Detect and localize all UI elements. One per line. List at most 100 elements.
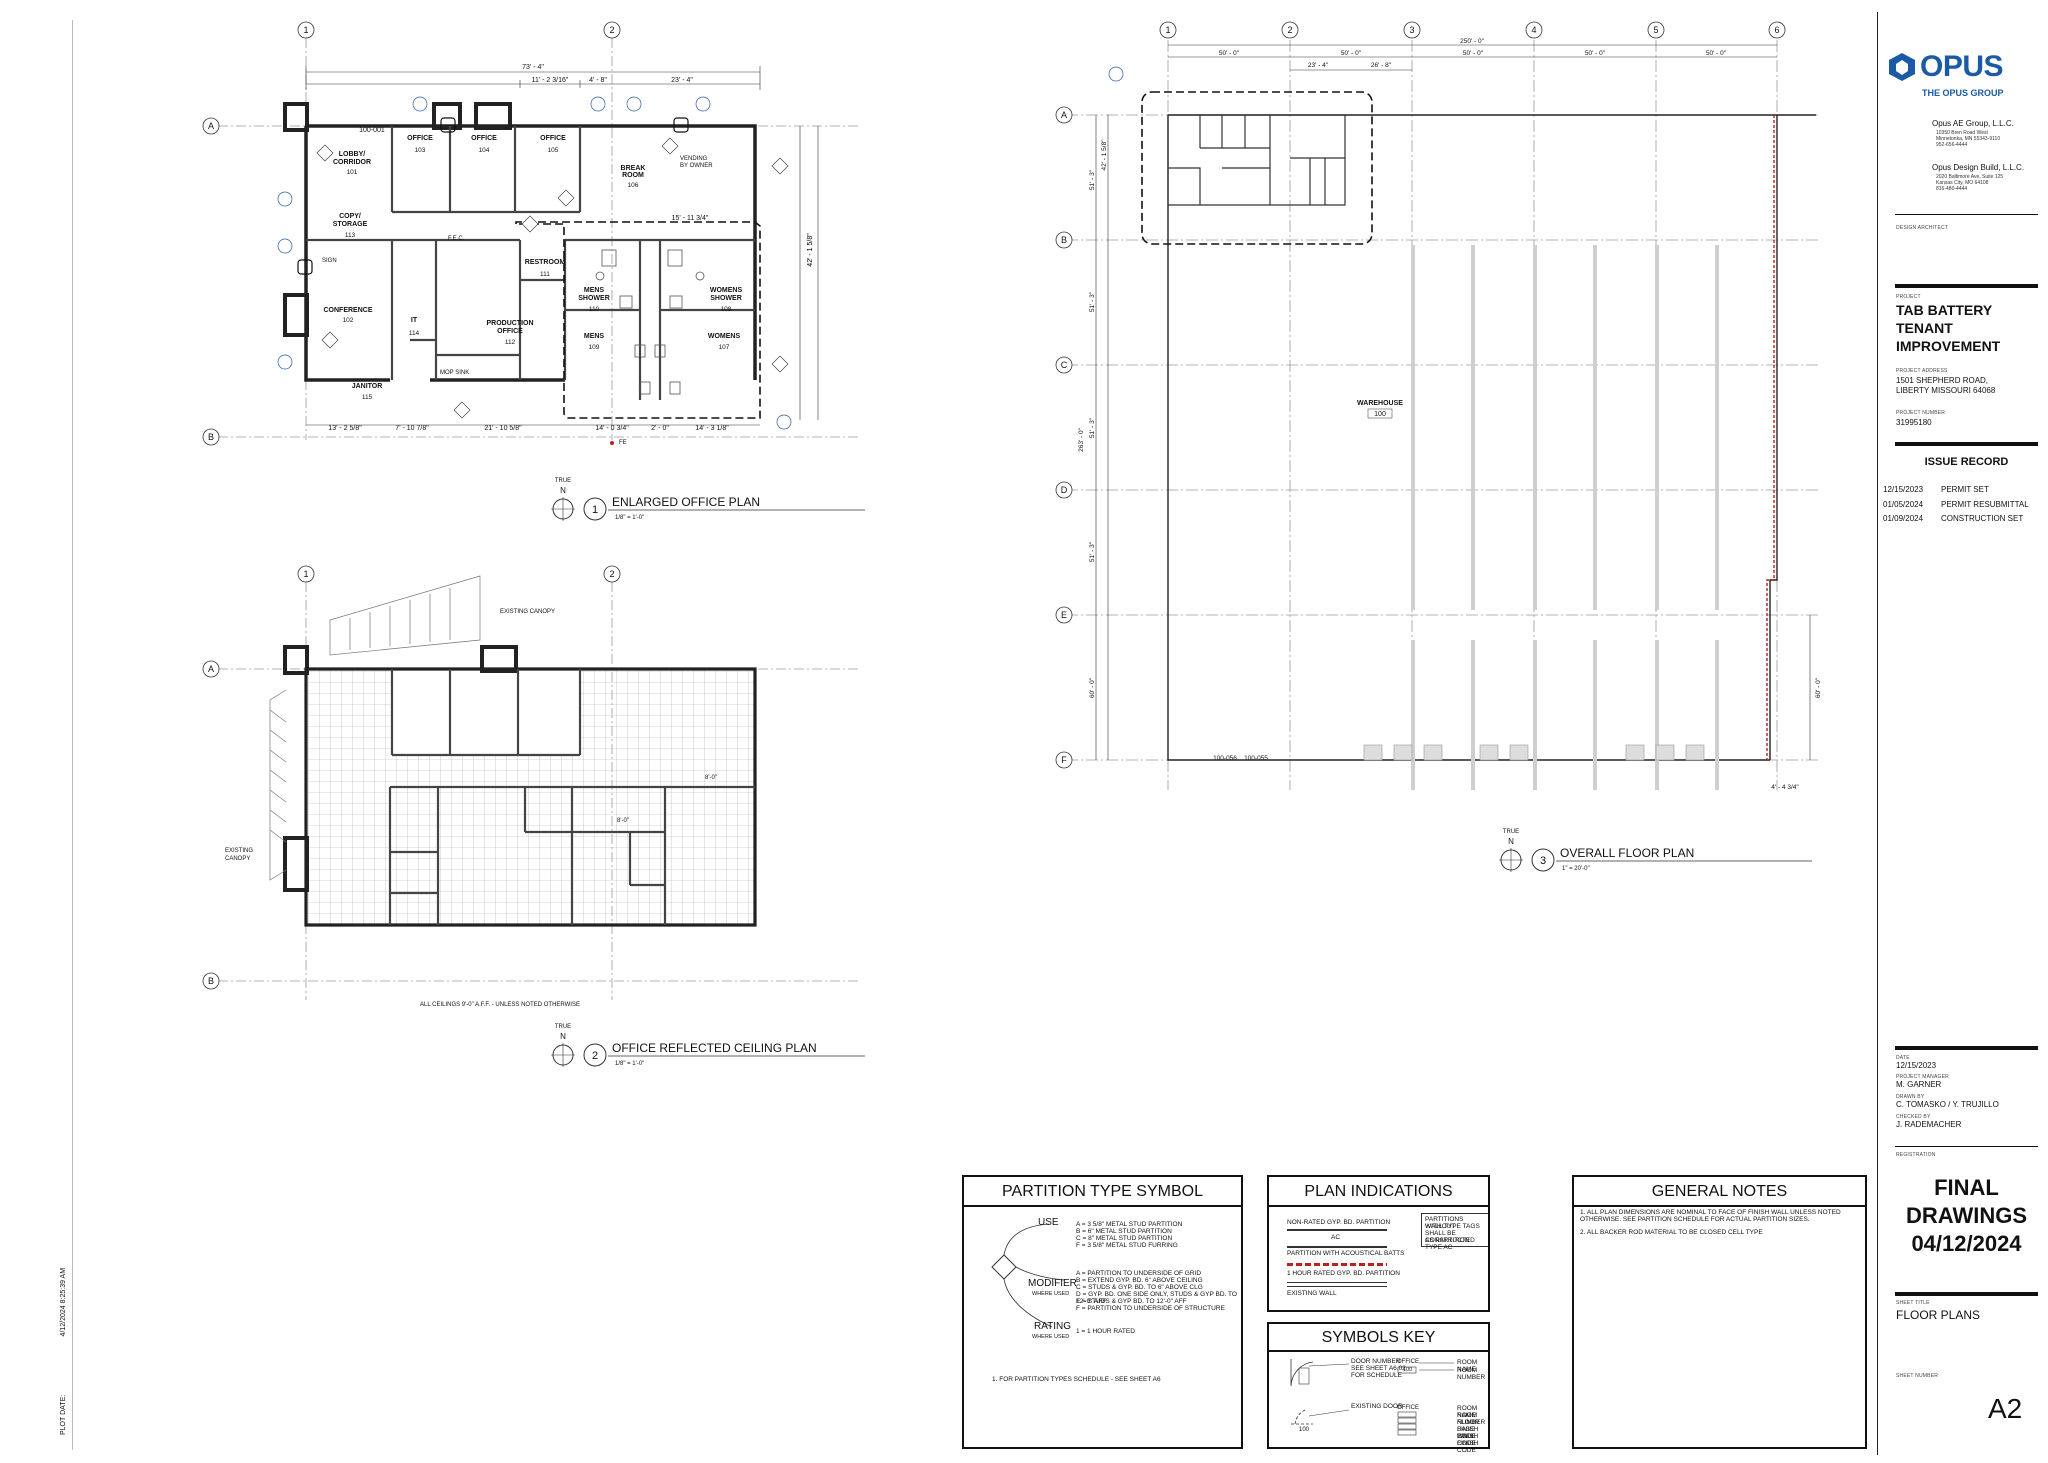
- symbols-diagram: [1290, 1359, 1454, 1436]
- symbols-finish-2: ROOM NUMBER: [1457, 1412, 1486, 1426]
- grid-3-col-3: 3: [1409, 25, 1414, 35]
- grid-2-col-2: 2: [609, 569, 614, 579]
- room-110-name: MENS: [584, 287, 605, 294]
- room-105-name: OFFICE: [540, 135, 566, 142]
- sheet-title-label: SHEET TITLE: [1896, 1300, 1930, 1306]
- room-111-no: 111: [540, 271, 550, 278]
- grid-bubbles-1: [202, 21, 621, 446]
- room-106-name2: ROOM: [622, 172, 644, 179]
- partition-mod-item-2: B = EXTEND GYP. BD. 6" ABOVE CEILING: [1076, 1277, 1203, 1284]
- symbols-finish-5: WALL FINISH CODE: [1457, 1433, 1479, 1454]
- room-111-name: RESTROOM: [525, 259, 566, 266]
- grid-2-col-1: 1: [303, 569, 308, 579]
- pm-label: PROJECT MANAGER: [1896, 1074, 1949, 1080]
- partition-title: PARTITION TYPE SYMBOL: [1002, 1183, 1203, 1200]
- vending-note-2: BY OWNER: [680, 163, 713, 169]
- partition-modifier-label: MODIFIER: [1028, 1278, 1077, 1289]
- room-109-no: 109: [589, 344, 600, 351]
- partition-mod-item-5: E = STUDS & GYP BD. TO 12'-0" AFF: [1076, 1298, 1187, 1305]
- plan-ind-box-line-4: AS PARTITION TYPE AC: [1425, 1237, 1470, 1251]
- room-114-no: 114: [409, 330, 420, 337]
- overall-dim-small: 4' - 4 3/4": [1771, 784, 1799, 791]
- mop-sink-note: MOP SINK: [440, 370, 469, 376]
- plan-ind-box-line-3: SHALL BE CONSTRUCTED: [1425, 1230, 1475, 1244]
- partition-symbol-diagram: [991, 1223, 1065, 1328]
- symbols-tag-office-2: OFFICE: [1397, 1405, 1419, 1411]
- project-address-2: LIBERTY MISSOURI 64068: [1896, 386, 1996, 395]
- overall-dim-bay-4: 50' - 0": [1585, 50, 1606, 57]
- overall-dim-bay-1: 50' - 0": [1219, 50, 1240, 57]
- dim-d: 13' - 2 5/8": [328, 425, 362, 432]
- firm-2-phone: 816-480-4444: [1936, 186, 1968, 192]
- overall-dim-bay-2: 50' - 0": [1341, 50, 1362, 57]
- overall-dim-r4: 51' - 3": [1089, 417, 1096, 438]
- view-3-n: N: [1508, 837, 1514, 846]
- view-1-title: ENLARGED OFFICE PLAN: [612, 495, 760, 509]
- room-101-name2: CORRIDOR: [333, 159, 371, 166]
- view-2-scale: 1/8" = 1'-0": [615, 1061, 644, 1067]
- partition-type-symbol-box: PARTITION TYPE SYMBOL USE A = 3 5/8" MET…: [962, 1175, 1243, 1449]
- grid-2-row-a: A: [208, 664, 214, 674]
- symbols-finish-4: BASE FINISH CODE: [1457, 1426, 1479, 1447]
- symbols-tag-office: OFFICE: [1397, 1359, 1419, 1365]
- drawn-label: DRAWN BY: [1896, 1094, 1925, 1100]
- sheet-title: FLOOR PLANS: [1896, 1308, 1981, 1322]
- room-107-no: 107: [719, 344, 730, 351]
- drawn-value: C. TOMASKO / Y. TRUJILLO: [1896, 1100, 1999, 1109]
- dim-i: 14' - 3 1/8": [695, 425, 729, 432]
- partition-use-item-4: F = 3 5/8" METAL STUD FURRING: [1076, 1242, 1178, 1249]
- firm-2-addr2: Kansas City, MO 64108: [1936, 180, 1989, 186]
- room-102-no: 102: [343, 317, 354, 324]
- overall-door-1: 100-056: [1213, 755, 1237, 762]
- grid-3-col-5: 5: [1653, 25, 1658, 35]
- view-2-n: N: [560, 1032, 566, 1041]
- room-110-no: 110: [589, 306, 600, 313]
- firm-1-name: Opus AE Group, L.L.C.: [1932, 119, 2014, 128]
- plan-ind-box-line-2: WALL TYPE TAGS: [1425, 1223, 1480, 1230]
- symbols-door-sample-no: 100: [1299, 1427, 1310, 1433]
- grid-3-col-6: 6: [1774, 25, 1779, 35]
- project-name-1: TAB BATTERY: [1896, 302, 1993, 318]
- view-3-number: 3: [1540, 855, 1546, 867]
- fe-note: FE: [619, 440, 627, 446]
- partition-use-label: USE: [1038, 1217, 1059, 1228]
- overall-dim-sub-1: 23' - 4": [1308, 62, 1329, 69]
- view-2-number: 2: [592, 1050, 598, 1062]
- project-address-1: 1501 SHEPHERD ROAD,: [1896, 376, 1989, 385]
- view-1-n: N: [560, 486, 566, 495]
- general-notes-box: GENERAL NOTES 1. ALL PLAN DIMENSIONS ARE…: [1572, 1175, 1867, 1449]
- symbols-door-number-2: SEE SHEET A6.02: [1351, 1365, 1406, 1372]
- grid-1-row-b: B: [208, 432, 214, 442]
- final-line-2: DRAWINGS: [1906, 1203, 2027, 1228]
- partition-rating-label: RATING: [1034, 1321, 1072, 1332]
- room-113-name: COPY/: [339, 213, 361, 220]
- project-number: 31995180: [1896, 418, 1932, 427]
- plan-ind-box-line-1: PARTITIONS WITHOUT: [1425, 1216, 1464, 1230]
- overall-dim-bay-3: 50' - 0": [1463, 50, 1484, 57]
- room-115-name: JANITOR: [352, 383, 383, 390]
- title-block: [1877, 12, 2039, 1455]
- room-101-name: LOBBY/: [339, 151, 366, 158]
- checked-value: J. RADEMACHER: [1896, 1120, 1962, 1129]
- issue-1-desc: PERMIT SET: [1941, 485, 1989, 494]
- canopy-note-2b: CANOPY: [225, 856, 250, 862]
- grid-1-col-1: 1: [303, 25, 308, 35]
- pm-value: M. GARNER: [1896, 1080, 1942, 1089]
- symbols-finish-1: ROOM NAME: [1457, 1405, 1478, 1419]
- overall-floor-plan: 1 2 3 4 5 6 A B C D E F 250' - 0" 50' - …: [1055, 21, 1822, 872]
- room-106-no: 106: [628, 182, 639, 189]
- dim-g: 14' - 0 3/4": [595, 425, 629, 432]
- room-107-name: WOMENS: [708, 333, 741, 340]
- dim-e: 7' - 10 7/8": [395, 425, 429, 432]
- plan-ind-acoustic: PARTITION WITH ACOUSTICAL BATTS: [1287, 1250, 1405, 1257]
- grid-1-row-a: A: [208, 121, 214, 131]
- overall-dim-height: 263' - 0": [1078, 427, 1085, 451]
- partition-where-used-1: WHERE USED: [1032, 1291, 1070, 1297]
- symbols-door-number-1: DOOR NUMBER: [1351, 1358, 1401, 1365]
- room-112-name: PRODUCTION: [486, 320, 533, 327]
- room-115-no: 115: [362, 394, 373, 401]
- symbols-key-box: SYMBOLS KEY DOOR NUMBER SEE SHEET A6.02 …: [1267, 1322, 1490, 1454]
- grid-3-row-e: E: [1061, 610, 1067, 620]
- plot-date-label: PLOT DATE:: [60, 1394, 67, 1435]
- plan-ind-ac: AC: [1331, 1234, 1341, 1241]
